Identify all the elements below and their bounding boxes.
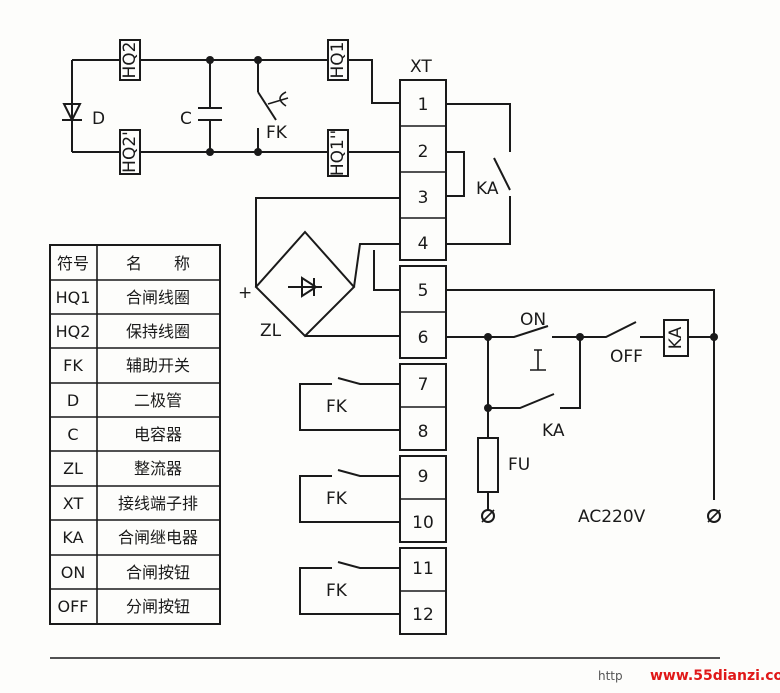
terminal-10: 10 — [412, 513, 434, 533]
legend-table: 符号 名 称 HQ1 合闸线圈 HQ2 保持线圈 FK 辅助开关 D 二极管 C… — [49, 244, 221, 625]
ka-coil-label: KA — [666, 326, 686, 349]
terminal-6: 6 — [418, 328, 429, 348]
legend-header-symbol: 符号 — [57, 254, 89, 273]
fk-contact-b: FK — [299, 469, 400, 523]
junction-dot — [206, 56, 214, 64]
watermark-site: www.55dianzi.com — [650, 668, 780, 684]
hq2-bot-coil: HQ2' — [119, 129, 141, 175]
legend-name: 分闸按钮 — [126, 597, 190, 616]
legend-symbol: ZL — [63, 459, 83, 478]
legend-name: 电容器 — [134, 425, 182, 444]
plus-sign: + — [238, 283, 252, 303]
legend-symbol: KA — [62, 528, 83, 547]
junction-dot — [576, 333, 584, 341]
capacitor-label: C — [180, 109, 192, 129]
ka-contact-upper: KA — [446, 103, 511, 245]
junction-dot — [254, 56, 262, 64]
legend-name: 二极管 — [134, 391, 182, 410]
hq1-bot-coil: HQ1'' — [327, 129, 349, 177]
fuse-label: FU — [508, 455, 530, 475]
hq2-bot-label: HQ2' — [120, 131, 140, 173]
ka-contact-label: KA — [476, 179, 499, 199]
watermark-prefix: http — [598, 669, 623, 683]
terminal-12: 12 — [412, 605, 434, 625]
fk-a-label: FK — [326, 397, 348, 417]
fk-c-label: FK — [326, 581, 348, 601]
hq1-bot-label: HQ1'' — [328, 130, 348, 176]
legend-symbol: C — [67, 425, 78, 444]
terminal-2: 2 — [418, 142, 429, 162]
terminal-block: XT 1 2 3 4 5 6 7 8 9 10 11 12 — [399, 57, 447, 635]
on-label: ON — [520, 310, 546, 330]
rectifier-label: ZL — [260, 321, 282, 341]
diode-symbol — [62, 103, 82, 123]
junction-dot — [206, 148, 214, 156]
fk-contact-a: FK — [299, 377, 400, 431]
legend-name: 整流器 — [134, 459, 182, 478]
legend-symbol: XT — [63, 494, 84, 513]
junction-dot — [484, 333, 492, 341]
legend-name: 合闸按钮 — [126, 563, 190, 582]
hq2-top-coil: HQ2 — [119, 39, 141, 81]
terminal-7: 7 — [418, 375, 429, 395]
hq2-top-label: HQ2 — [120, 42, 140, 79]
supply-label: AC220V — [578, 507, 646, 527]
junction-dot — [254, 148, 262, 156]
legend-name: 接线端子排 — [118, 494, 198, 513]
hq1-top-coil: HQ1 — [327, 39, 349, 81]
control-circuit: KA ON OFF KA FU AC220V — [446, 289, 721, 527]
legend-name: 辅助开关 — [126, 356, 190, 375]
legend-symbol: OFF — [58, 597, 89, 616]
terminal-9: 9 — [418, 467, 429, 487]
terminal-11: 11 — [412, 559, 434, 579]
hq1-top-label: HQ1 — [328, 42, 348, 79]
rectifier-bridge: + ZL — [238, 197, 400, 341]
ka-contact2-label: KA — [542, 421, 565, 441]
legend-name: 合闸继电器 — [118, 528, 198, 547]
off-label: OFF — [610, 347, 643, 367]
terminal-1: 1 — [418, 95, 429, 115]
legend-symbol: ON — [61, 563, 86, 582]
coil-network — [71, 56, 400, 156]
legend-name: 保持线圈 — [126, 322, 190, 341]
legend-symbol: FK — [63, 356, 83, 375]
junction-dot — [484, 404, 492, 412]
fk-aux-label: FK — [266, 123, 288, 143]
legend-symbol: D — [67, 391, 79, 410]
watermark: http www.55dianzi.com — [598, 668, 780, 684]
legend-header-name: 名 称 — [126, 254, 190, 273]
legend-name: 合闸线圈 — [126, 288, 190, 307]
terminal-3: 3 — [418, 188, 429, 208]
fk-b-label: FK — [326, 489, 348, 509]
fk-contact-c: FK — [299, 561, 400, 615]
terminal-4: 4 — [418, 234, 429, 254]
terminal-5: 5 — [418, 281, 429, 301]
legend-symbol: HQ2 — [56, 322, 91, 341]
junction-dot — [710, 333, 718, 341]
diode-label: D — [92, 109, 105, 129]
terminal-8: 8 — [418, 422, 429, 442]
xt-label: XT — [410, 57, 432, 77]
legend-symbol: HQ1 — [56, 288, 91, 307]
